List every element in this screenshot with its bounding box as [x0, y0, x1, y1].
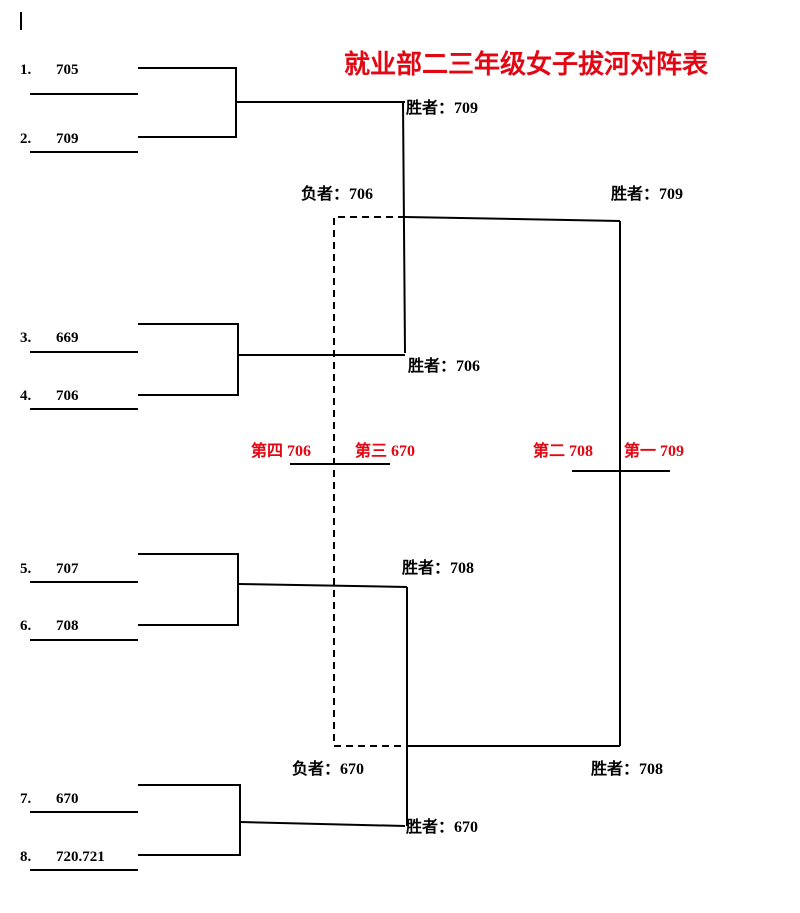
match2-bracket: [138, 323, 239, 396]
team-entry-5: 5. 707: [20, 560, 79, 578]
team-number: 2.: [20, 131, 32, 147]
round2-loser-bottom: 负者：670: [292, 761, 365, 778]
team-name: 706: [56, 388, 79, 404]
team-number: 1.: [20, 62, 32, 78]
team-name: 669: [56, 330, 79, 346]
round1-winner-c: 胜者：708: [402, 560, 475, 577]
placing-fourth: 第四 706: [251, 443, 312, 460]
team-name: 709: [56, 131, 79, 147]
match3-output: [237, 583, 408, 588]
team-name: 708: [56, 618, 79, 634]
team-name: 707: [56, 561, 79, 577]
round1-winner-a: 胜者：709: [406, 100, 479, 117]
third-place-dashed-box: [333, 216, 405, 747]
match4-output: [239, 821, 406, 827]
match3-bracket: [138, 553, 239, 626]
team-name: 720.721: [56, 849, 105, 865]
team-number: 7.: [20, 791, 32, 807]
team-number: 6.: [20, 618, 32, 634]
placing-first: 第一 709: [624, 443, 685, 460]
team-number: 8.: [20, 849, 32, 865]
team-entry-2: 2. 709: [20, 130, 79, 148]
team-number: 4.: [20, 388, 32, 404]
team-number: 5.: [20, 561, 32, 577]
text-cursor: [20, 12, 22, 30]
team-entry-8: 8. 720.721: [20, 848, 105, 866]
semifinal-top-vertical: [402, 101, 406, 354]
team-entry-3: 3. 669: [20, 329, 79, 347]
match4-bracket: [138, 784, 241, 856]
placing-second: 第二 708: [533, 443, 594, 460]
round2-winner-bottom: 胜者：708: [591, 761, 664, 778]
team-name: 705: [56, 62, 79, 78]
round2-loser-top: 负者：706: [301, 186, 374, 203]
team-entry-7: 7. 670: [20, 790, 79, 808]
semifinal-top-output: [404, 216, 621, 222]
team-entry-1: 1. 705: [20, 61, 79, 79]
team-entry-6: 6. 708: [20, 617, 79, 635]
team-entry-4: 4. 706: [20, 387, 79, 405]
round2-winner-top: 胜者：709: [611, 186, 684, 203]
team-number: 3.: [20, 330, 32, 346]
round1-winner-b: 胜者：706: [408, 358, 481, 375]
page-title: 就业部二三年级女子拔河对阵表: [344, 50, 709, 79]
round1-winner-d: 胜者：670: [406, 819, 479, 836]
match1-bracket: [138, 67, 237, 138]
placing-third: 第三 670: [355, 443, 416, 460]
team-name: 670: [56, 791, 79, 807]
